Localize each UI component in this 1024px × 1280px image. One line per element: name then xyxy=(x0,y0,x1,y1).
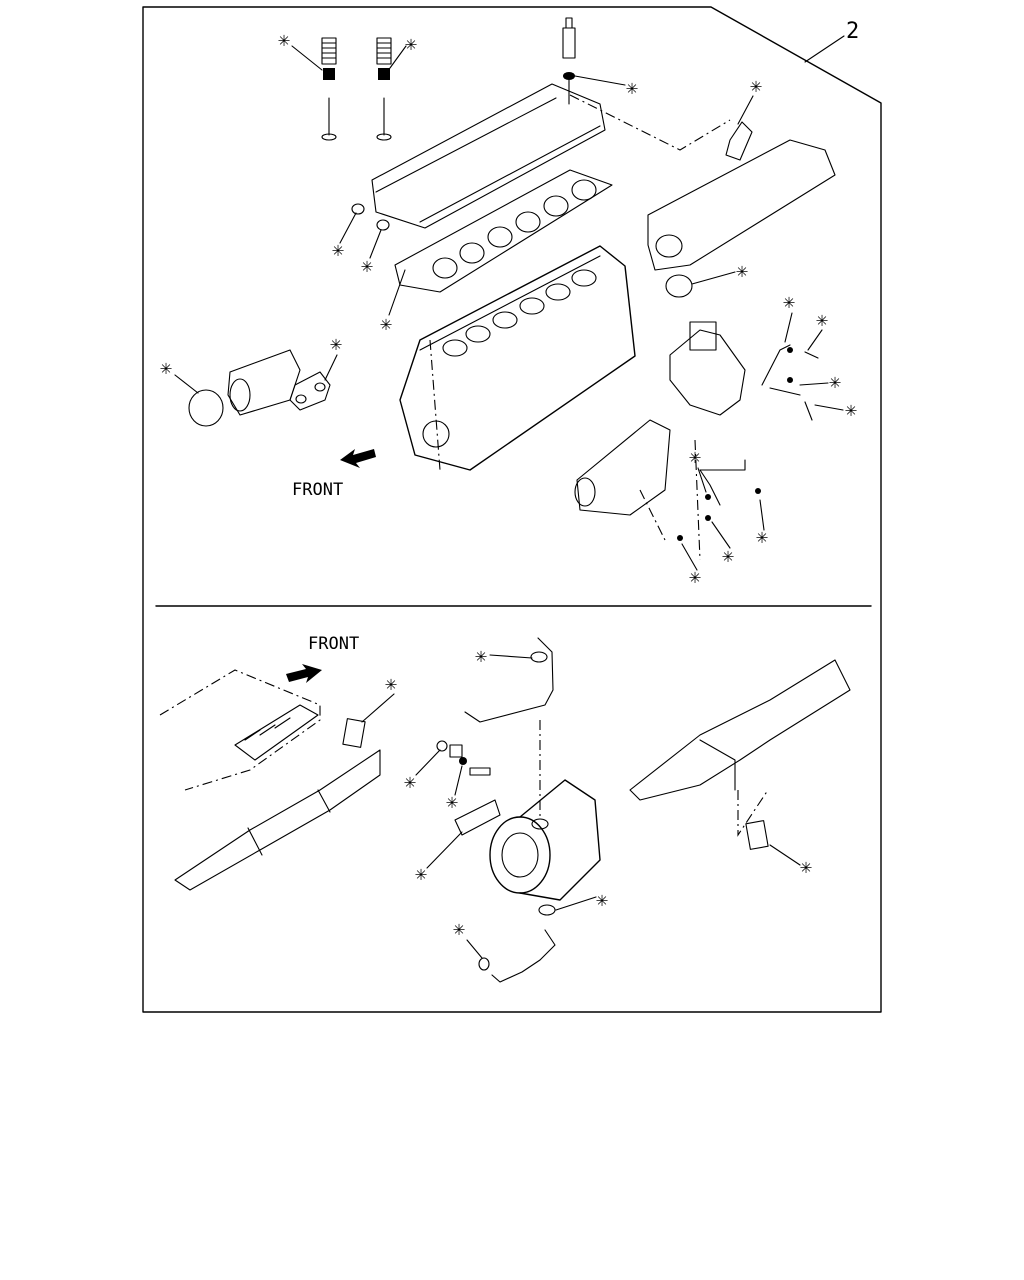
asterisk-icon: ✳ xyxy=(689,564,701,588)
asterisk-icon: ✳ xyxy=(829,369,841,393)
gasket-manifold-right xyxy=(745,820,769,850)
asterisk-icon: ✳ xyxy=(689,444,701,468)
asterisk-icon: ✳ xyxy=(415,861,427,885)
callout-number: 2 xyxy=(846,19,859,44)
asterisk-icon: ✳ xyxy=(475,643,487,667)
oil-feed-pipe xyxy=(464,637,554,723)
oring-head-2 xyxy=(376,219,390,231)
asterisk-icon: ✳ xyxy=(380,311,392,335)
valve-spring-right xyxy=(376,37,392,141)
asterisk-icon: ✳ xyxy=(330,331,342,355)
asterisk-icon: ✳ xyxy=(800,854,812,878)
asterisk-icon: ✳ xyxy=(332,237,344,261)
oring-exhaust xyxy=(665,274,693,298)
leader-lines xyxy=(174,45,844,959)
asterisk-icon: ✳ xyxy=(816,307,828,331)
intake-manifold-bottom xyxy=(159,669,321,791)
oil-return-pipe xyxy=(491,929,556,983)
top-section: FRONT xyxy=(188,17,836,561)
injection-pump xyxy=(574,419,761,541)
asterisk-icon: ✳ xyxy=(278,27,290,51)
front-label-top: FRONT xyxy=(292,480,343,500)
exhaust-manifold-top xyxy=(647,121,836,271)
callout-leader xyxy=(804,35,845,63)
union-fitting xyxy=(449,744,463,758)
front-arrow-top xyxy=(340,449,376,468)
bolt-turbo xyxy=(469,767,491,776)
gasket-manifold-left xyxy=(342,718,366,748)
asterisk-icon: ✳ xyxy=(756,524,768,548)
front-label-bottom: FRONT xyxy=(308,634,359,654)
asterisk-icon: ✳ xyxy=(361,253,373,277)
asterisk-icon: ✳ xyxy=(446,789,458,813)
oring-bottom xyxy=(478,957,490,971)
asterisk-icon: ✳ xyxy=(845,397,857,421)
asterisk-icon: ✳ xyxy=(722,543,734,567)
asterisk-icon: ✳ xyxy=(404,769,416,793)
turbocharger xyxy=(454,779,601,901)
oring-oil-feed xyxy=(530,651,548,663)
cylinder-head-gasket xyxy=(394,169,613,293)
asterisk-icon: ✳ xyxy=(750,73,762,97)
bottom-section: FRONT xyxy=(159,634,851,983)
oring-head-1 xyxy=(351,203,365,215)
asterisk-icon: ✳ xyxy=(783,289,795,313)
exhaust-manifold-bottom-right xyxy=(629,659,851,801)
washer-2 xyxy=(459,757,467,765)
exhaust-manifold-bottom-left xyxy=(174,749,381,891)
cylinder-block xyxy=(399,245,636,471)
injector-nozzle xyxy=(562,17,576,105)
asterisk-icon: ✳ xyxy=(385,671,397,695)
front-arrow-bottom xyxy=(286,664,322,683)
intake-manifold-detail xyxy=(234,704,319,761)
asterisk-icon: ✳ xyxy=(626,75,638,99)
exhaust-dashed-right xyxy=(737,789,769,837)
washer-1 xyxy=(436,740,448,752)
thermostat-housing xyxy=(188,349,331,427)
oring-oil-return xyxy=(538,904,556,916)
diagram-frame xyxy=(142,6,882,1013)
asterisk-icon: ✳ xyxy=(736,258,748,282)
valve-spring-left xyxy=(321,37,337,141)
asterisk-icon: ✳ xyxy=(405,31,417,55)
asterisk-icon: ✳ xyxy=(160,355,172,379)
asterisk-icon: ✳ xyxy=(453,916,465,940)
asterisk-markers: ✳ ✳ ✳ ✳ ✳ ✳ ✳ ✳ ✳ ✳ ✳ ✳ ✳ ✳ ✳ ✳ ✳ ✳ ✳ ✳ … xyxy=(160,27,857,940)
asterisk-icon: ✳ xyxy=(596,887,608,911)
cylinder-head-cover xyxy=(371,83,606,229)
fuel-pump-assembly xyxy=(669,321,819,421)
alignment-line-top xyxy=(429,94,731,561)
